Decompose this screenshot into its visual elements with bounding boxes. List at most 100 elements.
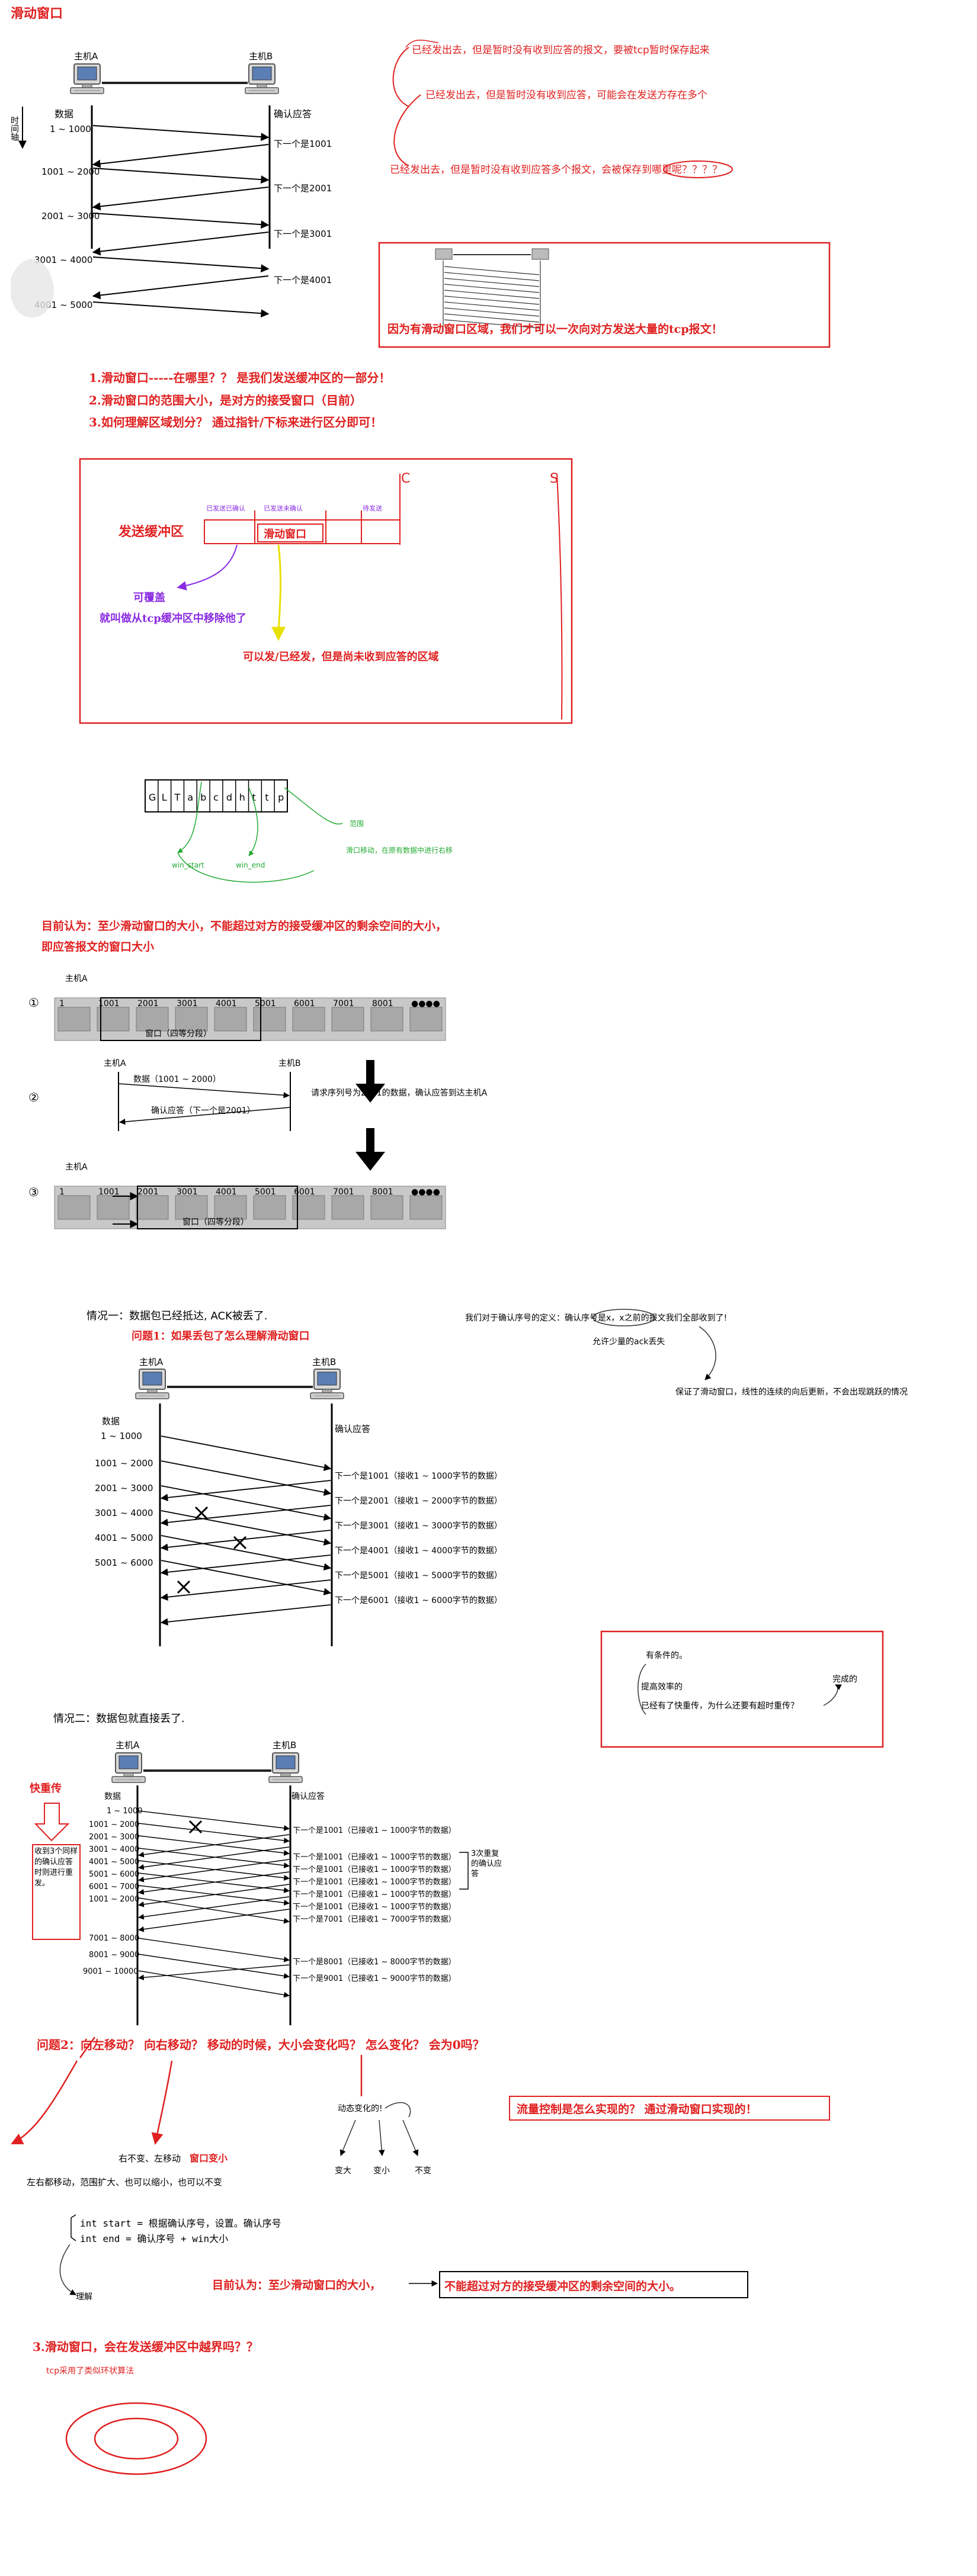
byte-cell	[370, 1195, 403, 1220]
down-arrow-icon	[355, 1084, 385, 1103]
host-a-computer-icon	[70, 63, 104, 94]
message-arrow	[92, 125, 270, 142]
sent-unacked-label: 已发送未确认	[264, 504, 303, 512]
flow-control-note: 流量控制是怎么实现的？ 通过滑动窗口实现的！	[517, 2102, 757, 2116]
case2-host-b: 主机B	[273, 1740, 296, 1750]
message-arrow	[92, 144, 269, 168]
fast-retransmit-label: 快重传	[30, 1782, 62, 1795]
case-2-title: 情况二：数据包就直接丢了.	[53, 1713, 185, 1725]
ack-label: 下一个是4001	[274, 275, 332, 285]
allow-ack-loss: 允许少量的ack丢失	[592, 1337, 665, 1347]
byte-offset-label: 5001	[255, 1187, 276, 1197]
byte-cell	[175, 1195, 208, 1220]
conditional-label: 有条件的。	[646, 1650, 687, 1660]
range-label: 1 ~ 1000	[50, 124, 91, 134]
message-arrow	[160, 1505, 331, 1527]
circled-word	[663, 160, 733, 178]
byte-offset-label: 3001	[177, 1187, 198, 1197]
red-notes: 已经发出去，但是暂时没有收到应答的报文，要被tcp暂时保存起来 已经发出去，但是…	[390, 40, 733, 178]
range-label: 3001 ~ 4000	[95, 1508, 153, 1518]
data-message-label: 数据（1001 ~ 2000）	[133, 1075, 221, 1084]
data-header: 数据	[55, 108, 73, 120]
message-arrow	[161, 1460, 332, 1496]
ack-label: 下一个是7001（已接收1 ~ 7000字节的数据）	[293, 1915, 456, 1924]
range-label: 3001 ~ 4000	[34, 255, 92, 265]
ack-label: 下一个是4001（接收1 ~ 4000字节的数据）	[335, 1546, 502, 1556]
same-label: 不变	[415, 2166, 431, 2176]
fast-retransmit-note: 收到3个同样的确认应答时则进行重发。	[34, 1847, 78, 1888]
message-arrow	[160, 1554, 331, 1576]
ack-label: 下一个是1001（已接收1 ~ 1000字节的数据）	[293, 1877, 456, 1887]
mini-arrow	[444, 301, 540, 311]
loss-x-mark	[188, 1820, 203, 1834]
array-cell: G	[149, 792, 156, 803]
watermark-shape	[11, 259, 54, 318]
dynamic-label: 动态变化的!	[338, 2104, 383, 2114]
array-cell: c	[213, 792, 219, 803]
page-title: 滑动窗口	[11, 6, 63, 21]
window-label-3: 窗口（四等分段）	[182, 1217, 249, 1227]
byte-offset-label: 2001	[137, 1187, 159, 1197]
range-note: 范围	[350, 820, 364, 828]
byte-cell	[136, 1195, 169, 1220]
unsent-label: 待发送	[363, 504, 382, 512]
message-arrow	[92, 187, 269, 211]
rule-line-1: 目前认为：至少滑动窗口的大小，不能超过对方的接受缓冲区的剩余空间的大小，	[41, 919, 447, 933]
ack-label: 下一个是1001（接收1 ~ 1000字节的数据）	[335, 1471, 502, 1481]
fig-host-a-label: 主机A	[65, 974, 88, 984]
byte-cell	[292, 1007, 325, 1032]
mini-arrow	[444, 290, 540, 299]
ring-note: tcp采用了类似环状算法	[46, 2366, 134, 2376]
mini-arrow	[444, 266, 540, 275]
byte-offset-label: 4001	[216, 999, 237, 1008]
case2-host-a: 主机A	[116, 1740, 140, 1750]
ack-label: 下一个是3001	[274, 229, 332, 239]
question-1: 1.滑动窗口-----在哪里？？ 是我们发送缓冲区的一部分！	[89, 371, 390, 385]
byte-cell	[253, 1007, 286, 1032]
message-arrow	[92, 232, 269, 256]
message-arrow	[138, 1835, 290, 1856]
question-3-text: 3.滑动窗口，会在发送缓冲区中越界吗？？	[33, 2340, 258, 2354]
host-a-label: 主机A	[74, 51, 98, 62]
range-label: 1001 ~ 2000	[41, 166, 100, 177]
byte-offset-label: ●●●●	[411, 1187, 440, 1197]
question-2-section: 问题2：向左移动？ 向右移动？ 移动的时候，大小会变化吗？ 怎么变化？ 会为0吗…	[11, 2037, 830, 2188]
byte-cell	[57, 1195, 91, 1220]
message-arrow	[138, 1860, 290, 1881]
mini-host-b-icon	[531, 248, 549, 260]
can-send-label: 可以发/已经发，但是尚未收到应答的区域	[243, 650, 439, 663]
byte-cell	[409, 1195, 443, 1220]
ack-label: 下一个是1001（已接收1 ~ 1000字节的数据）	[293, 1902, 456, 1912]
right-unchanged-label: 右不变、左移动	[118, 2153, 181, 2164]
code-line-start: int start = 根据确认序号，设置。确认序号	[80, 2218, 281, 2229]
case2-ack-header: 确认应答	[292, 1791, 325, 1801]
smaller-label: 变小	[373, 2166, 390, 2176]
message-arrow	[161, 1510, 332, 1546]
mini-host-a-icon	[435, 248, 453, 260]
time-axis-label: 时间轴	[9, 116, 19, 141]
code-line-end: int end = 确认序号 + win大小	[80, 2233, 228, 2244]
range-label: 1001 ~ 2000	[89, 1820, 139, 1829]
range-label: 2001 ~ 3000	[89, 1833, 139, 1842]
window-smaller-label: 窗口变小	[190, 2153, 228, 2164]
byte-offset-label: 1001	[98, 999, 120, 1008]
byte-cell	[331, 1007, 364, 1032]
message-arrow	[138, 1938, 290, 1962]
marker-c: C	[401, 471, 410, 486]
question-3: 3.如何理解区域划分？ 通过指针/下标来进行区分即可！	[89, 415, 382, 429]
marker-s: S	[550, 471, 558, 486]
ack-label: 下一个是1001（已接收1 ~ 1000字节的数据）	[293, 1865, 456, 1874]
mini-arrow	[444, 295, 540, 305]
case1-host-a: 主机A	[139, 1357, 164, 1367]
note-2: 已经发出去，但是暂时没有收到应答，可能会在发送方存在多个	[425, 89, 707, 101]
complete-label: 完成的	[832, 1675, 857, 1684]
ack-label: 下一个是1001（已接收1 ~ 1000字节的数据）	[293, 1852, 456, 1862]
retransmit-question-box: 有条件的。 提高效率的 完成的 已经有了快重传，为什么还要有超时重传？	[600, 1630, 884, 1748]
byte-cell	[97, 1195, 130, 1220]
shift-note: 滑口移动，在原有数据中进行右移	[346, 846, 453, 855]
array-cell: a	[187, 792, 193, 803]
send-buffer-label: 发送缓冲区	[118, 524, 184, 539]
message-arrow	[138, 1897, 290, 1924]
